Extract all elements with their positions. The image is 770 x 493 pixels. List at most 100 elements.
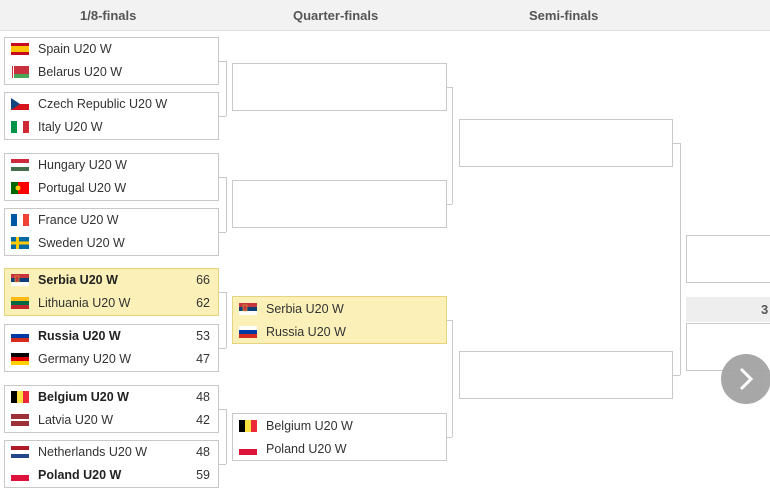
team-row[interactable] [460,353,672,375]
connector-line [673,143,680,144]
team-row[interactable]: Lithuania U20 W 62 [5,292,218,314]
team-score: 53 [196,329,210,343]
team-name: Lithuania U20 W [38,296,131,310]
match-box[interactable] [459,351,673,399]
team-name: France U20 W [38,213,119,227]
team-row[interactable] [460,144,672,166]
team-score: 42 [196,413,210,427]
team-score: 59 [196,468,210,482]
match-box[interactable]: Czech Republic U20 W Italy U20 W [4,92,219,140]
round-label-semi-finals: Semi-finals [529,8,599,23]
match-box[interactable]: Spain U20 W Belarus U20 W [4,37,219,85]
team-name: Serbia U20 W [266,302,344,316]
team-name: Czech Republic U20 W [38,97,168,111]
team-name: Italy U20 W [38,120,103,134]
team-row[interactable]: Sweden U20 W [5,232,218,254]
match-box[interactable]: Belgium U20 W Poland U20 W [232,413,447,461]
serbia-flag-icon [239,303,257,315]
team-row[interactable] [233,88,446,110]
latvia-flag-icon [11,414,29,426]
team-name: Belarus U20 W [38,65,123,79]
team-name: Russia U20 W [266,325,346,339]
team-row[interactable]: Belgium U20 W 48 [5,386,218,408]
team-row[interactable] [233,182,446,204]
match-box[interactable]: Serbia U20 W Russia U20 W [232,296,447,344]
team-row[interactable]: Poland U20 W 59 [5,464,218,486]
connector-line [680,143,681,375]
sweden-flag-icon [11,237,29,249]
russia-flag-icon [11,330,29,342]
team-score: 48 [196,390,210,404]
team-row[interactable] [233,205,446,227]
connector-line [447,320,452,321]
team-row[interactable]: Russia U20 W [233,321,446,343]
team-row[interactable]: Spain U20 W [5,38,218,60]
team-row[interactable]: Netherlands U20 W 48 [5,441,218,463]
match-box[interactable] [232,63,447,111]
belarus-flag-icon [11,66,29,78]
team-row[interactable]: Serbia U20 W 66 [5,269,218,291]
connector-line [452,87,453,204]
team-row[interactable] [233,65,446,87]
team-row[interactable]: Belarus U20 W [5,61,218,83]
team-score: 66 [196,273,210,287]
team-name: Russia U20 W [38,329,121,343]
next-round-button[interactable] [721,354,770,404]
team-row[interactable]: Italy U20 W [5,116,218,138]
portugal-flag-icon [11,182,29,194]
team-row[interactable]: Hungary U20 W [5,154,218,176]
rounds-header: 1/8-finals Quarter-finals Semi-finals [0,0,770,31]
connector-line [452,320,453,437]
match-box[interactable] [459,119,673,167]
serbia-flag-icon [11,274,29,286]
team-row[interactable]: Serbia U20 W [233,298,446,320]
team-row[interactable] [687,325,770,347]
match-box[interactable] [232,180,447,228]
connector-line [219,348,226,349]
poland-flag-icon [11,469,29,481]
team-row[interactable]: Portugal U20 W [5,177,218,199]
hungary-flag-icon [11,159,29,171]
team-name: Belgium U20 W [38,390,129,404]
connector-line [219,177,226,178]
match-box[interactable]: Hungary U20 W Portugal U20 W [4,153,219,201]
team-name: Netherlands U20 W [38,445,148,459]
team-score: 62 [196,296,210,310]
team-row[interactable] [687,260,770,282]
team-name: Portugal U20 W [38,181,127,195]
team-row[interactable]: Russia U20 W 53 [5,325,218,347]
team-name: Poland U20 W [38,468,122,482]
belgium-flag-icon [239,420,257,432]
round-label-r16: 1/8-finals [80,8,137,23]
connector-line [447,437,452,438]
round-label-quarter-finals: Quarter-finals [293,8,379,23]
connector-line [226,292,227,348]
team-row[interactable]: France U20 W [5,209,218,231]
team-score: 47 [196,352,210,366]
team-name: Serbia U20 W [38,273,118,287]
team-row[interactable] [460,121,672,143]
match-box[interactable] [686,235,770,283]
team-row[interactable] [460,376,672,398]
france-flag-icon [11,214,29,226]
connector-line [226,61,227,116]
czech-republic-flag-icon [11,98,29,110]
team-row[interactable]: Poland U20 W [233,438,446,460]
connector-line [447,204,452,205]
team-name: Belgium U20 W [266,419,353,433]
team-score: 48 [196,445,210,459]
team-row[interactable] [687,237,770,259]
team-name: Hungary U20 W [38,158,127,172]
third-place-label: 3 [761,302,769,317]
italy-flag-icon [11,121,29,133]
match-box[interactable]: France U20 W Sweden U20 W [4,208,219,256]
connector-line [219,409,226,410]
team-row[interactable]: Czech Republic U20 W [5,93,218,115]
team-row[interactable]: Belgium U20 W [233,415,446,437]
